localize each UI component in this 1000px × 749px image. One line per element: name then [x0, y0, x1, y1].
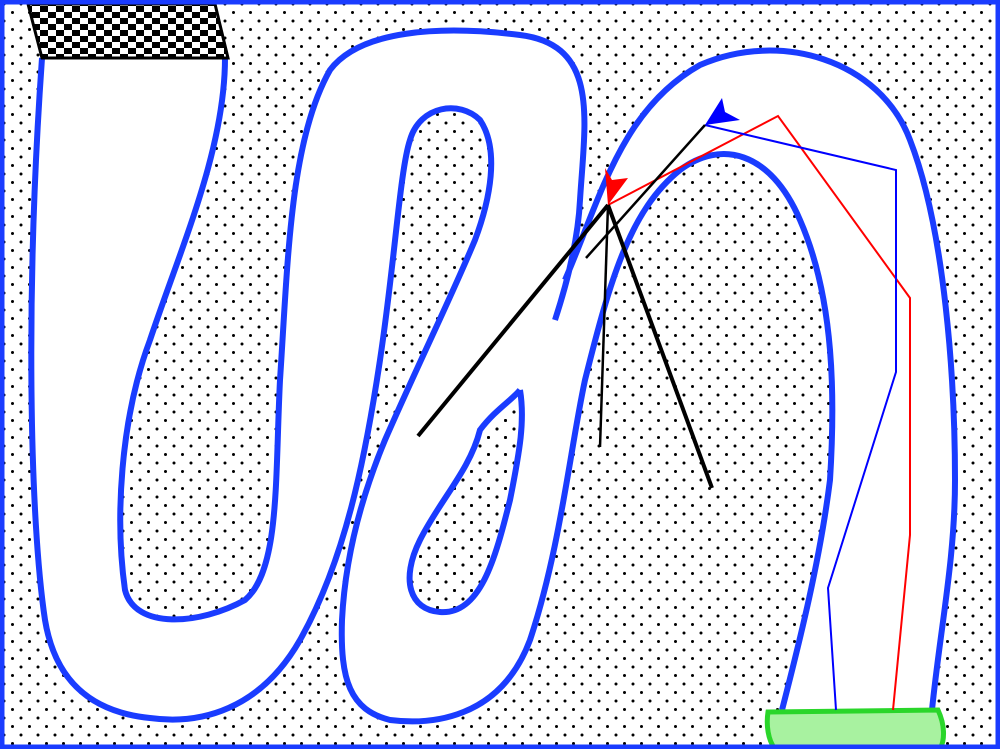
track-surface [31, 30, 956, 722]
finish-zone [764, 707, 946, 749]
blue-player-arrowhead-icon[interactable] [705, 98, 740, 125]
track-inner-edge [28, 57, 836, 725]
infield-edge [406, 388, 525, 616]
start-line-checkered [26, 2, 230, 60]
candidate-move-line[interactable] [416, 203, 610, 438]
blue-player-trail [704, 124, 897, 711]
track-outer-edge [117, 27, 958, 711]
candidate-move-line[interactable] [585, 124, 706, 259]
red-player-trail [607, 114, 911, 711]
candidate-move-line[interactable] [598, 204, 610, 448]
red-player-arrowhead-icon[interactable] [605, 168, 628, 205]
candidate-move-line[interactable] [606, 204, 714, 489]
